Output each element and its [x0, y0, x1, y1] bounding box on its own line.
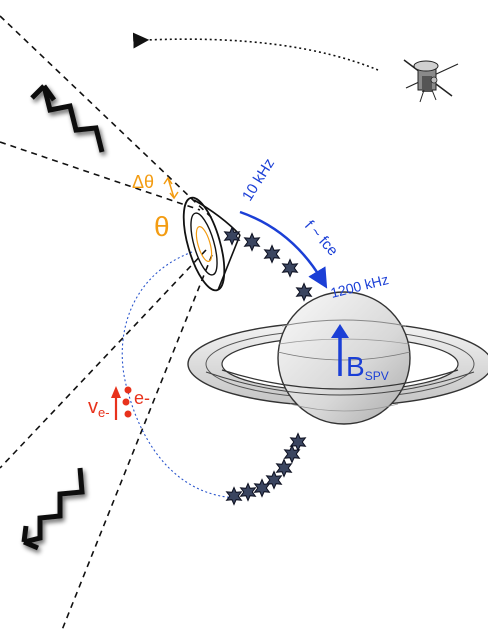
star-sources-upper	[223, 226, 313, 302]
freq-low-label: 10 kHz	[239, 156, 278, 205]
saturn-icon	[187, 291, 488, 425]
spacecraft-icon	[403, 59, 459, 103]
electron-dot	[124, 410, 132, 418]
electron-dot	[122, 398, 130, 406]
star-sources-lower	[225, 432, 307, 506]
cone-outer-lower-line	[61, 254, 213, 631]
star-source-icon	[281, 258, 299, 278]
radio-wave-icon	[30, 84, 105, 153]
star-source-icon	[223, 226, 241, 246]
magnetic-field-vector	[331, 324, 349, 376]
star-source-icon	[295, 282, 313, 302]
star-source-icon	[239, 482, 257, 502]
electron-label: e-	[134, 388, 150, 408]
cone-inner-upper-line	[0, 141, 201, 211]
electron-group	[111, 386, 132, 420]
radio-wave-icon	[21, 467, 85, 551]
frequency-arrow	[239, 210, 328, 289]
spacecraft-trajectory	[132, 32, 379, 71]
star-source-icon	[265, 470, 283, 490]
star-source-icon	[275, 458, 293, 478]
electron-dot	[124, 386, 132, 394]
delta-theta-label: Δθ	[132, 172, 154, 192]
cone-inner-lower-line	[0, 249, 207, 469]
emission-cone	[182, 196, 241, 292]
star-source-icon	[283, 444, 301, 464]
star-source-icon	[253, 478, 271, 498]
freq-rel-label: f ~ fce	[301, 217, 341, 259]
emission-cone-lines	[0, 15, 213, 631]
star-source-icon	[225, 486, 243, 506]
cone-outer-upper-line	[0, 15, 213, 219]
star-source-icon	[243, 232, 261, 252]
theta-label: θ	[154, 211, 170, 242]
b-spv-label: BSPV	[346, 351, 389, 383]
star-source-icon	[263, 244, 281, 264]
ve-label: ve-	[88, 396, 110, 420]
delta-theta-arrow	[167, 177, 175, 199]
